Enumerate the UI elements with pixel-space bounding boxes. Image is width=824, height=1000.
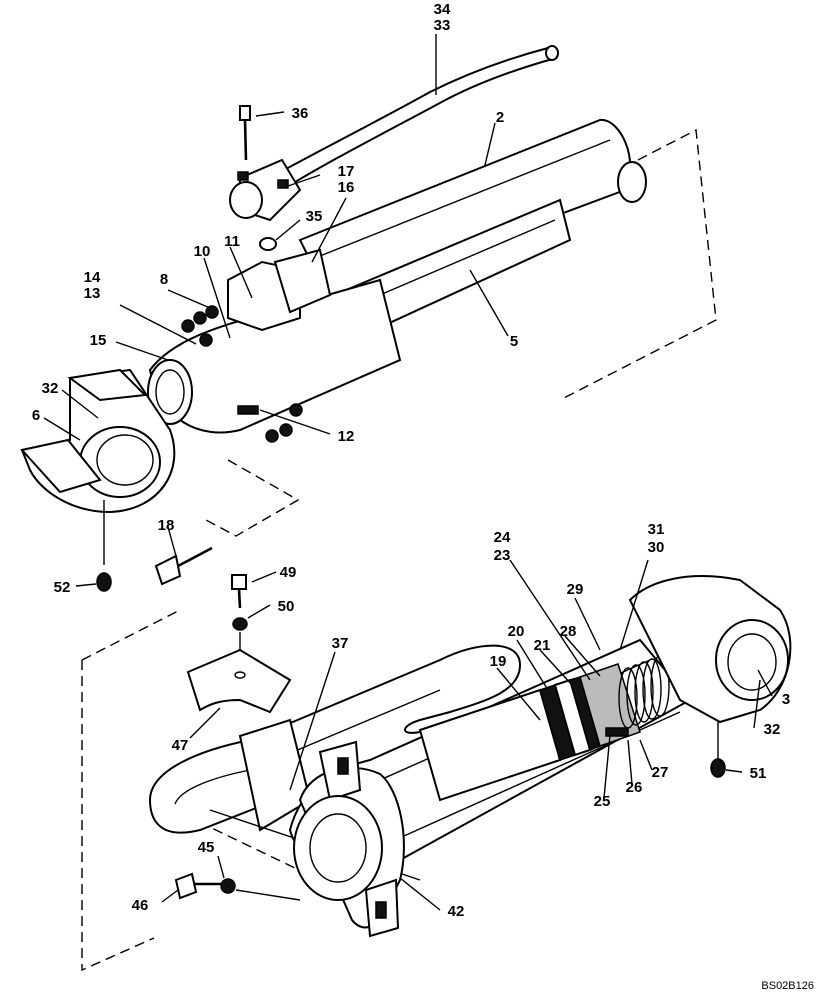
callout-19: 19 bbox=[490, 653, 507, 670]
callout-32-lower: 32 bbox=[764, 721, 781, 738]
callout-25: 25 bbox=[594, 793, 611, 810]
clamp-bore bbox=[293, 795, 383, 901]
piston-springs bbox=[618, 655, 670, 729]
bushing-32-upper bbox=[96, 434, 154, 486]
figure-code: BS02B126 bbox=[761, 980, 814, 992]
lower-assembly bbox=[81, 574, 792, 972]
bolt-18 bbox=[154, 554, 182, 586]
piston-nut-25 bbox=[605, 727, 629, 737]
bolt-36 bbox=[239, 105, 251, 121]
callout-46: 46 bbox=[132, 897, 149, 914]
callout-14: 14 bbox=[84, 269, 101, 286]
callout-12: 12 bbox=[338, 428, 355, 445]
callout-42: 42 bbox=[448, 903, 465, 920]
callout-5: 5 bbox=[510, 333, 518, 350]
callout-17: 17 bbox=[338, 163, 355, 180]
callout-16: 16 bbox=[338, 179, 355, 196]
bolt-cluster bbox=[181, 305, 219, 347]
callout-27: 27 bbox=[652, 764, 669, 781]
callout-15: 15 bbox=[90, 332, 107, 349]
upper-assembly bbox=[20, 45, 717, 592]
hose-end bbox=[545, 45, 559, 61]
grease-fitting-52 bbox=[96, 572, 112, 592]
rod-eye-bore bbox=[79, 426, 161, 498]
callout-labels: 34 33 36 2 17 16 35 10 11 14 8 13 15 5 3… bbox=[32, 1, 790, 920]
callout-32-upper: 32 bbox=[42, 380, 59, 397]
flange-16-17 bbox=[273, 248, 332, 314]
bolt-cluster-12 bbox=[237, 403, 303, 443]
callout-45: 45 bbox=[198, 839, 215, 856]
leader-lines bbox=[43, 34, 773, 911]
callout-28: 28 bbox=[560, 623, 577, 640]
tube-end bbox=[617, 161, 647, 203]
bolt-46 bbox=[174, 872, 198, 900]
callout-47: 47 bbox=[172, 737, 189, 754]
callout-11: 11 bbox=[224, 233, 240, 250]
callout-18: 18 bbox=[158, 517, 175, 534]
callout-35: 35 bbox=[306, 208, 323, 225]
washer-50 bbox=[232, 617, 248, 631]
callout-36: 36 bbox=[292, 105, 309, 122]
upper-dash-boundary bbox=[559, 128, 717, 401]
callout-2: 2 bbox=[496, 109, 504, 126]
callout-6: 6 bbox=[32, 407, 40, 424]
callout-23: 23 bbox=[494, 547, 511, 564]
callout-34: 34 bbox=[434, 1, 451, 18]
callout-21: 21 bbox=[534, 637, 551, 654]
bolt-49 bbox=[231, 574, 247, 590]
callout-51: 51 bbox=[750, 765, 767, 782]
callout-3: 3 bbox=[782, 691, 790, 708]
callout-8: 8 bbox=[160, 271, 168, 288]
callout-10: 10 bbox=[194, 243, 211, 260]
callout-31: 31 bbox=[648, 521, 665, 538]
callout-52: 52 bbox=[54, 579, 71, 596]
grease-fitting-51 bbox=[710, 758, 726, 778]
callout-20: 20 bbox=[508, 623, 525, 640]
callout-30: 30 bbox=[648, 539, 665, 556]
callout-13: 13 bbox=[84, 285, 101, 302]
callout-24: 24 bbox=[494, 529, 511, 546]
washer-45 bbox=[220, 878, 236, 894]
callout-33: 33 bbox=[434, 17, 451, 34]
clamp-47 bbox=[186, 648, 292, 714]
hose-loop-37 bbox=[148, 644, 522, 834]
bushing-32-lower bbox=[727, 633, 777, 691]
callout-50: 50 bbox=[278, 598, 295, 615]
lower-dash-boundary bbox=[81, 609, 321, 972]
callout-29: 29 bbox=[567, 581, 584, 598]
callout-26: 26 bbox=[626, 779, 643, 796]
callout-49: 49 bbox=[280, 564, 297, 581]
head-bore-3 bbox=[715, 619, 789, 701]
callout-37: 37 bbox=[332, 635, 349, 652]
washer-35 bbox=[259, 237, 277, 251]
